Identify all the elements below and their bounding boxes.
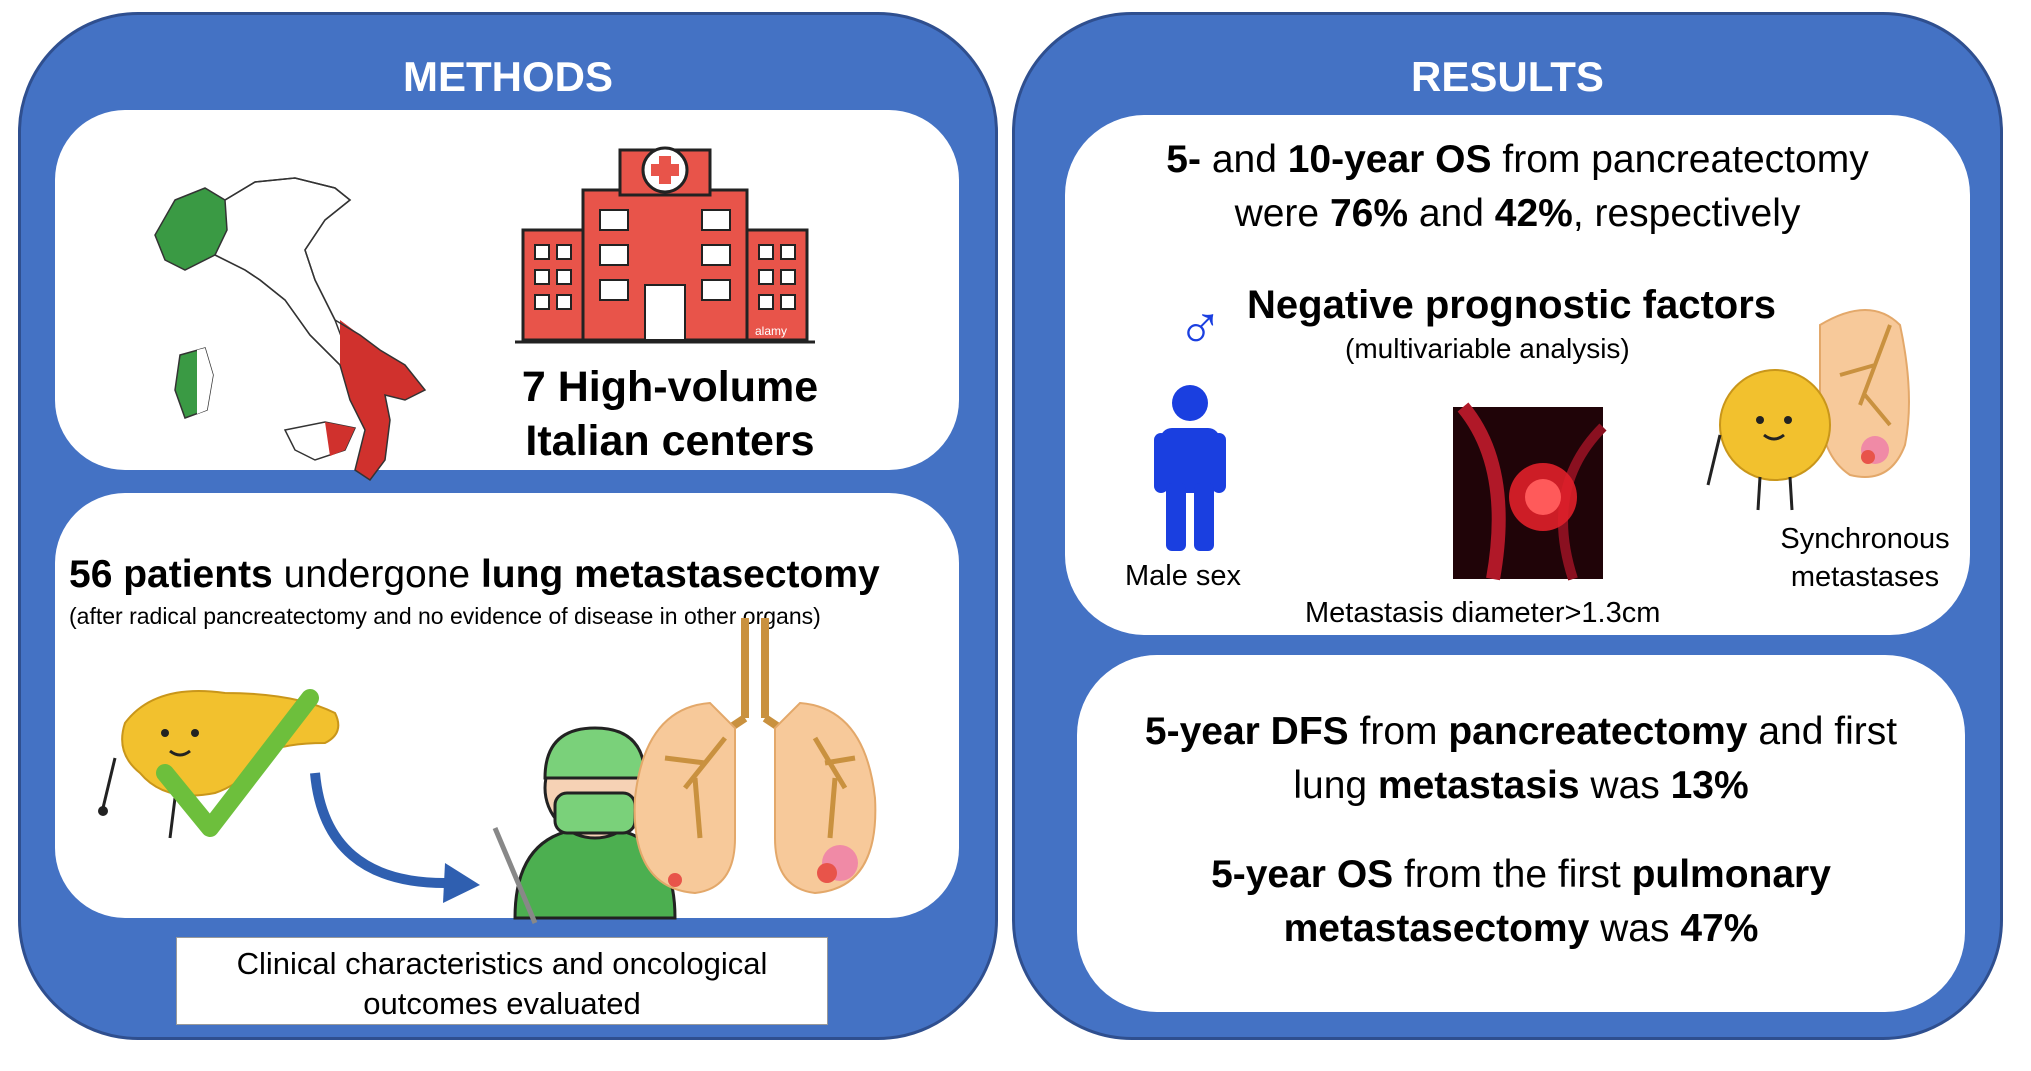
dfs-13: 13%: [1670, 764, 1749, 807]
centers-line1: 7 High-volume: [521, 363, 819, 411]
os-42: 42%: [1494, 192, 1573, 235]
os-were: were: [1234, 192, 1330, 235]
dfs-was: was: [1579, 764, 1671, 807]
patients-verb: undergone: [272, 553, 481, 596]
dfs-pancreatectomy: pancreatectomy: [1448, 710, 1748, 753]
results-title: RESULTS: [1411, 53, 1604, 100]
methods-panel: METHODS: [18, 12, 998, 1040]
prognostic-title: Negative prognostic factors: [1247, 283, 1777, 327]
os-76: 76%: [1329, 192, 1409, 235]
os-and2: and: [1408, 192, 1495, 235]
dfs-line1: 5-year DFS from pancreatectomy and first: [1077, 705, 1965, 759]
dfs-line2: lung metastasis was 13%: [1077, 759, 1965, 813]
male-symbol-icon: ♂: [1177, 294, 1224, 363]
patients-procedure: lung metastasectomy: [480, 553, 880, 596]
factor-sync-line2: metastases: [1790, 561, 1940, 593]
os2-pulmonary: pulmonary: [1631, 853, 1831, 896]
lungs-icon: [633, 618, 877, 895]
os-from: from pancreatectomy: [1491, 138, 1869, 181]
dfs-text: 5-year DFS from pancreatectomy and first…: [1077, 705, 1965, 813]
dfs-from: from: [1348, 710, 1449, 753]
os2-47: 47%: [1680, 907, 1759, 950]
os2-line1: 5-year OS from the first pulmonary: [1077, 848, 1965, 902]
patients-note: (after radical pancreatectomy and no evi…: [69, 603, 821, 629]
factor-synchronous: Synchronous metastases: [1765, 520, 1965, 596]
os-line1: 5- and 10-year OS from pancreatectomy: [1065, 133, 1970, 187]
factor-sync-line1: Synchronous: [1780, 523, 1950, 555]
prognostic-card: 5- and 10-year OS from pancreatectomy we…: [1065, 115, 1970, 635]
os2-from: from the first: [1393, 853, 1632, 896]
centers-card: alamy 7 High-volume Italian centers: [55, 110, 959, 482]
italy-map-icon: [154, 177, 427, 482]
dfs-5year: 5-year DFS: [1144, 710, 1349, 753]
results-panel: RESULTS 5- and 10-year OS from pancreate…: [1012, 12, 2003, 1040]
dfs-metastasis: metastasis: [1377, 764, 1580, 807]
os-resp: , respectively: [1572, 192, 1801, 235]
os2-line2: metastasectomy was 47%: [1077, 902, 1965, 956]
os-5: 5-: [1166, 138, 1201, 181]
pancreas-check-icon: [98, 689, 340, 839]
factor-diameter: Metastasis diameter>1.3cm: [1305, 597, 1661, 629]
patients-card: 56 patients undergone lung metastasectom…: [55, 493, 959, 924]
person-icon: [1154, 385, 1226, 551]
evaluated-box: Clinical characteristics and oncological…: [176, 937, 828, 1025]
os2-was: was: [1589, 907, 1681, 950]
methods-title: METHODS: [403, 53, 613, 100]
dfs-first: and first: [1747, 710, 1898, 753]
pancreas-lung-icon: [1706, 309, 1910, 511]
dfs-card: 5-year DFS from pancreatectomy and first…: [1077, 655, 1965, 1012]
os-10year: 10-year OS: [1287, 138, 1492, 181]
patients-count: 56 patients: [69, 553, 273, 596]
factor-male: Male sex: [1125, 560, 1242, 592]
os-and: and: [1200, 138, 1288, 181]
dfs-lung: lung: [1293, 764, 1378, 807]
hospital-watermark: alamy: [755, 324, 787, 338]
os-line2: were 76% and 42%, respectively: [1065, 187, 1970, 241]
os2-5year: 5-year OS: [1211, 853, 1394, 896]
os2-text: 5-year OS from the first pulmonary metas…: [1077, 848, 1965, 956]
evaluated-line2: outcomes evaluated: [363, 986, 641, 1021]
centers-text: 7 High-volume Italian centers: [475, 360, 865, 468]
curved-arrow-icon: [310, 772, 480, 903]
hospital-icon: alamy: [515, 146, 815, 344]
os-text: 5- and 10-year OS from pancreatectomy we…: [1065, 133, 1970, 241]
centers-line2: Italian centers: [525, 417, 815, 465]
prognostic-subtitle: (multivariable analysis): [1345, 333, 1630, 364]
patients-heading: 56 patients undergone lung metastasectom…: [69, 553, 880, 597]
metastasis-image-icon: [1453, 402, 1607, 581]
evaluated-line1: Clinical characteristics and oncological: [236, 946, 768, 981]
os2-metastasectomy: metastasectomy: [1283, 907, 1590, 950]
